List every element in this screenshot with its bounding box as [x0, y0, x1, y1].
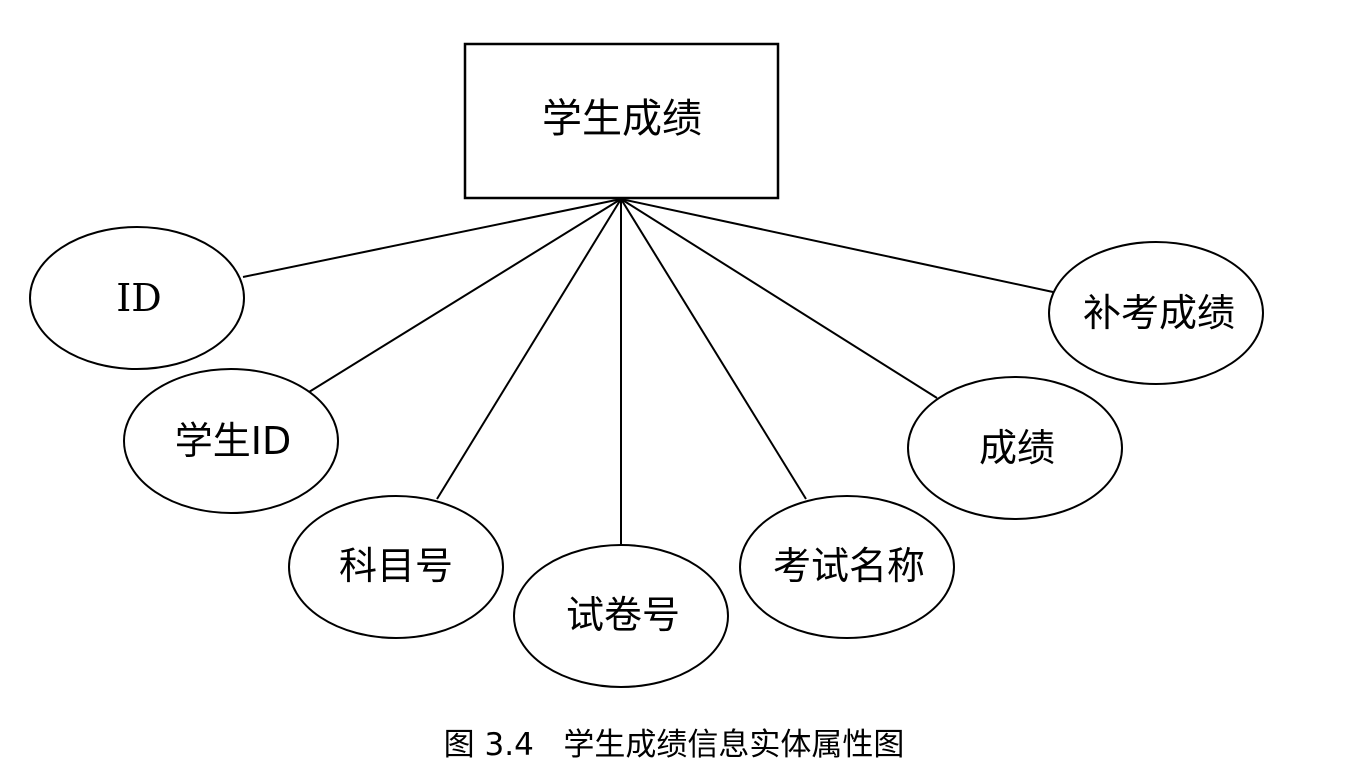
entity-label: 学生成绩	[542, 96, 702, 142]
attribute-ellipse	[288, 495, 504, 639]
attribute-label: 试卷号	[566, 593, 680, 637]
attribute-ellipse	[513, 544, 729, 688]
connector-id	[242, 198, 622, 278]
attribute-label: 补考成绩	[1083, 291, 1235, 335]
attribute-student-id: 学生ID	[123, 368, 339, 514]
entity-box	[463, 42, 780, 200]
attribute-subject-no: 科目号	[288, 495, 504, 639]
attribute-ellipse	[29, 226, 245, 370]
attribute-ellipse	[1048, 241, 1264, 385]
attribute-score: 成绩	[907, 376, 1123, 520]
entity-student-score: 学生成绩	[463, 42, 780, 200]
connector-exam-name	[620, 198, 807, 500]
attribute-ellipse	[739, 495, 955, 639]
attribute-label: 科目号	[339, 544, 453, 588]
attribute-label: 学生ID	[175, 419, 291, 463]
figure-title: 学生成绩信息实体属性图	[563, 727, 905, 763]
attribute-ellipse	[123, 368, 339, 514]
connector-subject-no	[436, 198, 622, 500]
connector-student-id	[308, 198, 622, 393]
attribute-paper-no: 试卷号	[513, 544, 729, 688]
attribute-exam-name: 考试名称	[739, 495, 955, 639]
connector-lines	[242, 198, 1054, 545]
figure-caption: 图 3.4 学生成绩信息实体属性图	[0, 719, 1348, 764]
connector-makeup-score	[620, 198, 1054, 293]
attribute-label: 成绩	[979, 426, 1055, 470]
caption-spacer	[534, 727, 564, 763]
attribute-label: 考试名称	[773, 544, 925, 588]
connector-score	[620, 198, 938, 399]
figure-number: 图 3.4	[443, 727, 534, 763]
attribute-id: ID	[29, 226, 245, 370]
attribute-label: ID	[116, 276, 161, 320]
attribute-ellipse	[907, 376, 1123, 520]
attribute-makeup-score: 补考成绩	[1048, 241, 1264, 385]
